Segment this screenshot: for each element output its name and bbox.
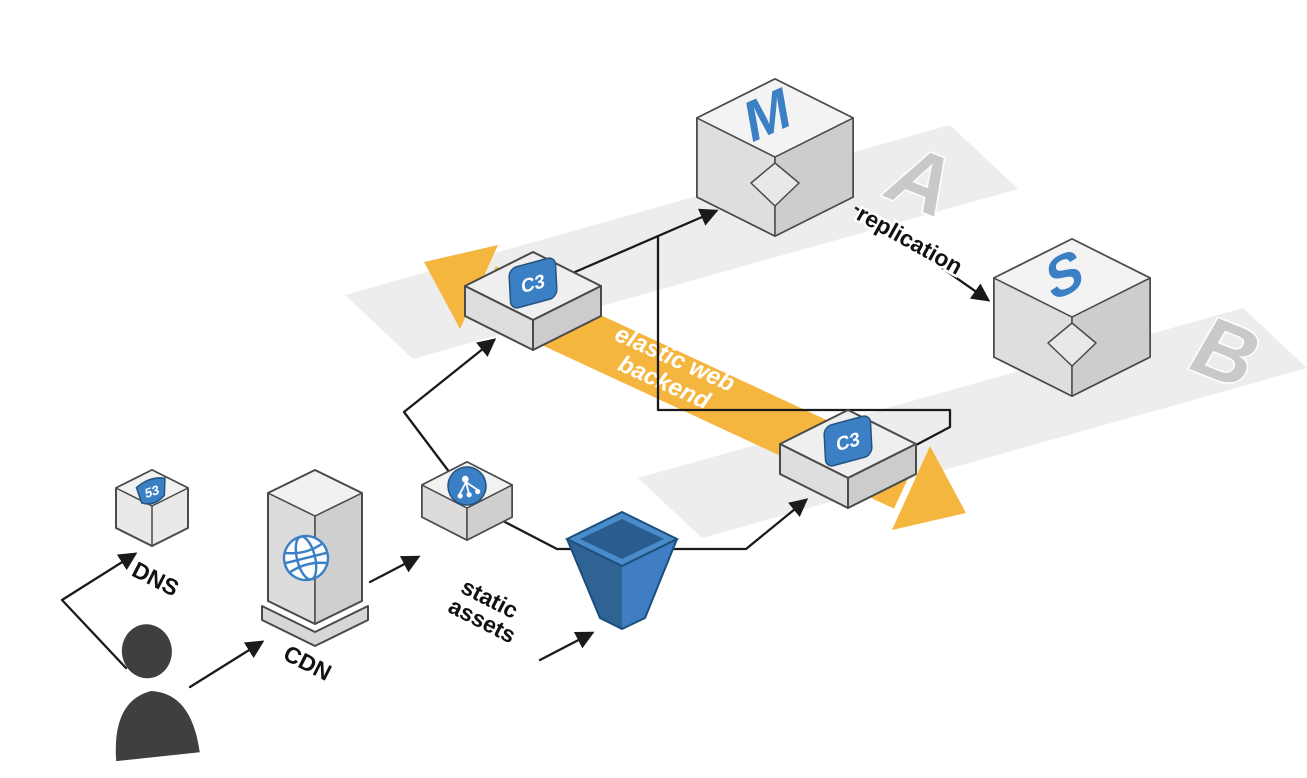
static-assets-label: static assets <box>444 572 530 648</box>
user-body <box>115 691 200 762</box>
arrow-master-slave-replication <box>854 206 991 302</box>
route53-shield: 53 <box>135 477 166 505</box>
elb-node-glyph <box>447 466 487 506</box>
globe-icon <box>282 534 330 582</box>
load-balancer-icon <box>421 461 513 541</box>
arrow-cdn-elb <box>368 555 421 584</box>
arrow-user-cdn <box>188 640 265 689</box>
ec2-instance-b-icon: C3 <box>779 409 917 509</box>
dns-label: DNS <box>128 556 183 601</box>
arrow-static-assets-bucket <box>538 631 595 662</box>
arrow-ec2a-master <box>573 208 719 274</box>
ec2-a-badge: C3 <box>508 257 558 309</box>
route53-icon: 53 <box>115 469 189 547</box>
band-arrowhead-right <box>892 446 966 530</box>
db-master-icon: M <box>696 75 854 237</box>
cdn-label: CDN <box>280 640 336 686</box>
user-head <box>121 624 172 679</box>
ec2-b-badge: C3 <box>823 415 873 467</box>
ec2-instance-a-icon: C3 <box>464 251 602 351</box>
route53-badge-label: 53 <box>144 482 160 501</box>
line-ec2b-master <box>656 235 952 447</box>
db-slave-icon: S <box>993 236 1151 397</box>
arrow-user-dns <box>60 552 138 670</box>
band-arrowhead-left <box>424 245 498 329</box>
s3-bucket-icon <box>564 510 680 630</box>
user-icon <box>115 624 200 762</box>
cloudfront-icon <box>261 469 369 647</box>
arrow-elb-ec2a <box>402 338 497 479</box>
